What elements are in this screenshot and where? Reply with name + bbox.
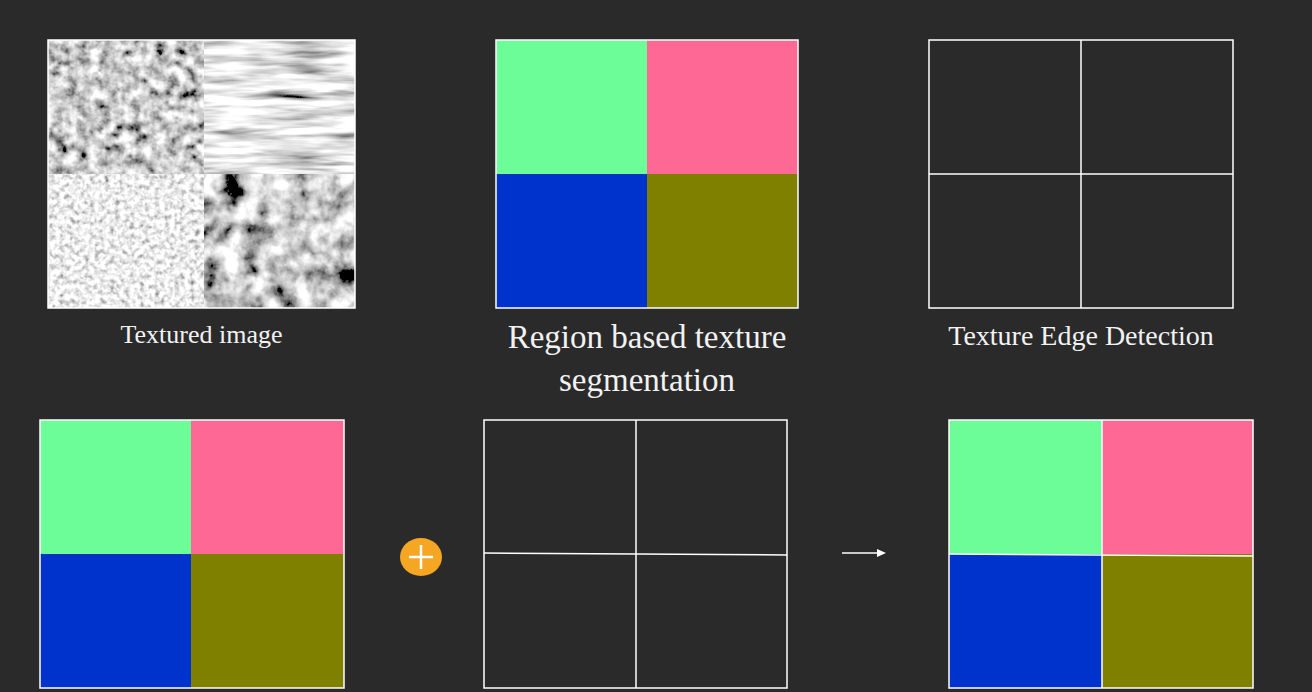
segmentation-map bbox=[496, 40, 798, 308]
panel-caption: Textured image bbox=[32, 318, 372, 352]
panel-caption: Texture Edge Detection bbox=[903, 318, 1259, 354]
segmentation-map bbox=[40, 420, 344, 688]
edge-map bbox=[484, 420, 787, 688]
image-panel: Region based texture segmentation bbox=[427, 40, 867, 406]
image-panel: Texture Edge Detection bbox=[901, 40, 1261, 358]
plus-symbol bbox=[400, 538, 442, 576]
texture-mosaic bbox=[48, 40, 355, 308]
panel-caption: Region based texture segmentation bbox=[437, 316, 857, 402]
image-panel: Textured image bbox=[28, 40, 375, 356]
edge-map bbox=[929, 40, 1233, 308]
result-arrow bbox=[842, 549, 886, 557]
combined-segmentation bbox=[949, 420, 1253, 688]
